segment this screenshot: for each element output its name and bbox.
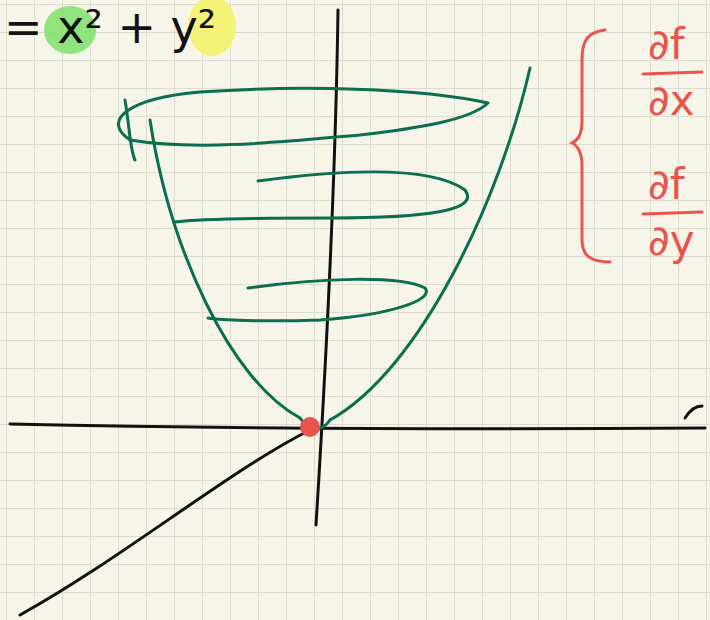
partial-numerator: ∂f <box>648 24 685 66</box>
curly-brace <box>572 30 610 262</box>
partial-denominator: ∂y <box>648 220 695 262</box>
partial-denominator: ∂x <box>648 80 695 122</box>
level-curve <box>118 88 488 145</box>
axis-tick <box>685 406 702 418</box>
fraction-bar <box>643 72 702 74</box>
paraboloid-side <box>150 120 300 418</box>
x-axis <box>20 430 310 615</box>
paraboloid-side <box>330 68 530 420</box>
level-curve <box>175 172 468 222</box>
level-curve <box>208 279 426 320</box>
fraction-bar <box>643 212 702 214</box>
y-axis <box>10 424 705 429</box>
partial-numerator: ∂f <box>648 164 685 206</box>
level-curve <box>125 100 135 160</box>
origin-point <box>300 417 320 437</box>
function-equation: = x² + y² <box>4 4 216 50</box>
